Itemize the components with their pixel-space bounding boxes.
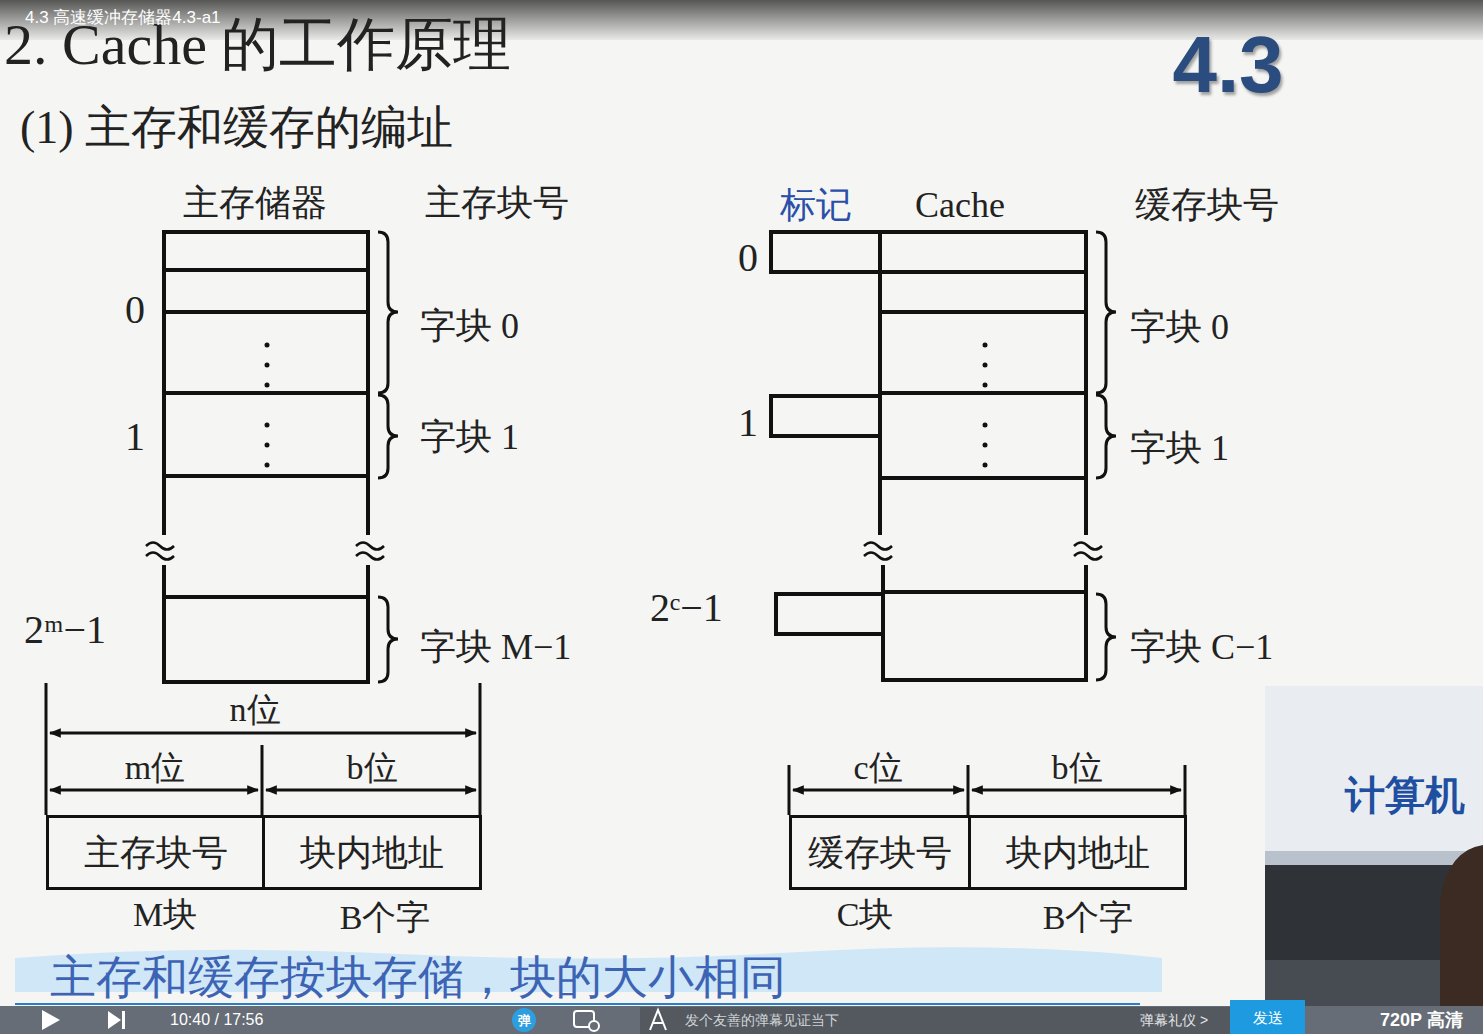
block-label: 字块 0 — [420, 308, 519, 344]
row-number: 1 — [738, 403, 758, 443]
subtitle: 主存和缓存按块存储，块的大小相同 — [50, 955, 786, 1001]
row-number: 1 — [125, 417, 145, 457]
video-time: 10:40 / 17:56 — [170, 1012, 263, 1028]
column-heading: 缓存块号 — [1135, 187, 1279, 223]
danmaku-etiquette: 弹幕礼仪 > — [1140, 1013, 1208, 1027]
address-field: 主存块号 — [46, 815, 265, 890]
cache-stack — [771, 230, 1088, 681]
subheading: (1) 主存和缓存的编址 — [20, 105, 453, 151]
box-text: 弹 — [518, 1014, 531, 1027]
progress-line — [15, 1003, 1140, 1005]
bit-width: m位 — [125, 751, 185, 785]
box-text: 主存块号 — [84, 835, 228, 871]
box-text: 发送 — [1253, 1010, 1283, 1025]
block-label: 字块 C−1 — [1130, 629, 1273, 665]
field-count: B个字 — [340, 901, 431, 935]
bit-width: b位 — [347, 751, 398, 785]
column-heading: 主存储器 — [183, 185, 327, 221]
field-count: B个字 — [1043, 901, 1134, 935]
address-field: 块内地址 — [968, 815, 1187, 890]
block-label: 字块 0 — [1130, 309, 1229, 345]
danmaku-toggle: 弹 — [512, 1008, 536, 1032]
break-mark — [146, 543, 1102, 560]
box-text: 块内地址 — [300, 835, 444, 871]
box-text: 块内地址 — [1006, 835, 1150, 871]
block-label: 字块 M−1 — [420, 629, 571, 665]
block-label: 字块 1 — [420, 419, 519, 455]
brace — [378, 232, 1116, 682]
block-label: 字块 1 — [1130, 430, 1229, 466]
row-number: 0 — [125, 290, 145, 330]
bit-width: c位 — [853, 751, 902, 785]
row-number: 2ᵐ−1 — [24, 610, 106, 650]
instructor-video — [1265, 686, 1483, 1006]
input-placeholder: 发个友善的弹幕见证当下 — [685, 1013, 839, 1027]
column-heading: 标记 — [780, 187, 852, 223]
section-number: 4.3 — [1172, 25, 1283, 105]
dimension-line — [46, 683, 1185, 815]
main-memory-stack — [162, 230, 370, 683]
column-heading: Cache — [915, 187, 1005, 223]
field-count: C块 — [837, 898, 894, 932]
box-text: 缓存块号 — [808, 835, 952, 871]
bit-width: n位 — [230, 693, 281, 727]
video-title: 4.3 高速缓冲存储器4.3-a1 — [25, 9, 221, 26]
address-field: 缓存块号 — [789, 815, 971, 890]
column-heading: 主存块号 — [425, 185, 569, 221]
row-number: 0 — [738, 238, 758, 278]
field-count: M块 — [133, 898, 197, 932]
address-field: 块内地址 — [262, 815, 482, 890]
send-button: 发送 — [1230, 1000, 1305, 1034]
quality-label: 720P 高清 — [1380, 1011, 1463, 1029]
banner-text: 计算机 — [1345, 775, 1465, 815]
row-number: 2ᶜ−1 — [650, 588, 723, 628]
bit-width: b位 — [1052, 751, 1103, 785]
